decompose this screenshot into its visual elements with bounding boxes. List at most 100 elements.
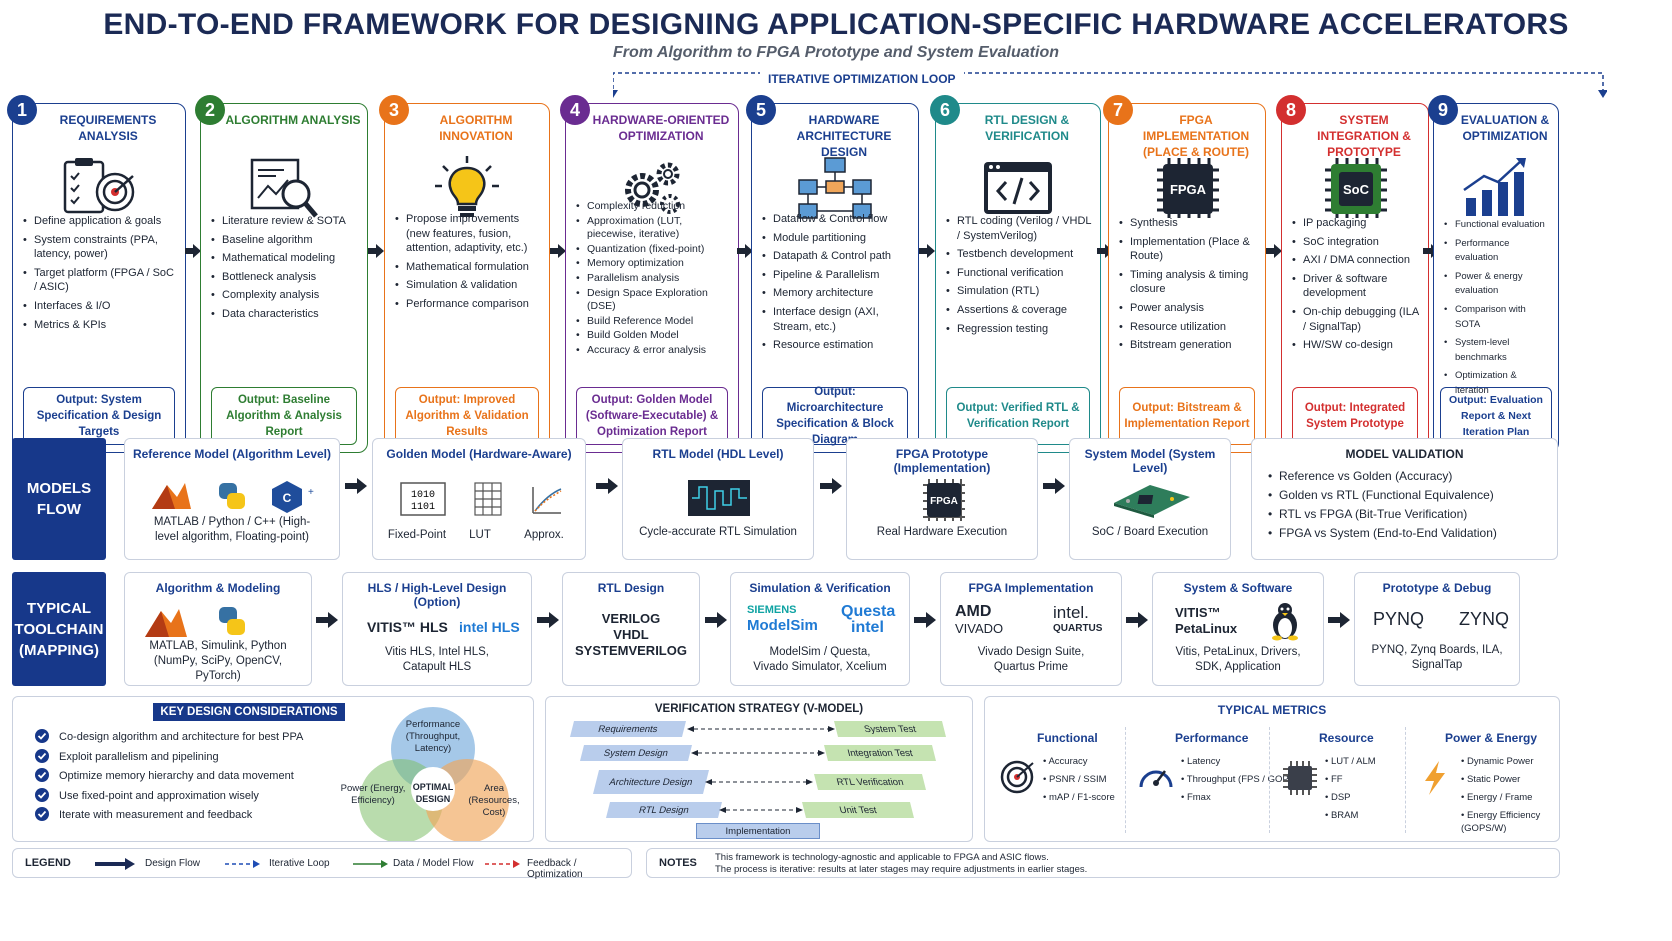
model-validation-title: MODEL VALIDATION [1345,447,1464,461]
stage-bullet: RTL coding (Verilog / VHDL / SystemVeril… [946,214,1094,243]
stage-title: RTL DESIGN & VERIFICATION [984,113,1070,143]
validation-item: RTL vs FPGA (Bit-True Verification) [1268,507,1551,522]
stage-bullet: Quantization (fixed-point) [576,243,732,257]
tool-algorithm-box: Algorithm & Modeling MATLAB, Simulink, P… [124,572,312,686]
check-circle-icon [35,768,49,782]
chip-icon [1283,761,1317,795]
stage-number: 6 [930,95,960,125]
stage-bullet: Parallelism analysis [576,272,732,286]
tool-prototype-box: Prototype & Debug PYNQ ZYNQ PYNQ, Zynq B… [1354,572,1520,686]
pynq-logo: PYNQ [1373,609,1425,629]
golden-item-approx: Approx. [524,529,564,541]
stage-bullet: Baseline algorithm [211,233,361,248]
stage-bullet: Power & energy evaluation [1444,270,1552,299]
stage-title: REQUIREMENTS ANALYSIS [59,113,157,143]
svg-text:SoC: SoC [1343,182,1370,197]
stage-bullet: SoC integration [1292,235,1422,250]
tool-arrow-6 [1328,612,1350,628]
stage-bullets: Functional evaluationPerformance evaluat… [1444,218,1552,403]
system-model-box: System Model (System Level) SoC / Board … [1069,438,1231,560]
svg-text:1101: 1101 [411,502,435,513]
fpga-prototype-box: FPGA Prototype (Implementation) FPGA Rea… [846,438,1038,560]
stage-number: 9 [1428,95,1458,125]
zynq-logo: ZYNQ [1459,609,1510,629]
approx-curve-icon [532,487,562,514]
stage-flow-arrow [185,244,201,258]
tool-sim-box: Simulation & Verification SIEMENS ModelS… [730,572,910,686]
stage-output: Output: Integrated System Prototype [1292,387,1418,445]
validation-item: FPGA vs System (End-to-End Validation) [1268,526,1551,541]
consideration-item: Exploit parallelism and pipelining [35,748,219,765]
vitis-hls-logo: VITIS™ HLS [367,619,448,635]
stage-bullet: Target platform (FPGA / SoC / ASIC) [23,266,179,295]
stage-title: HARDWARE-ORIENTED OPTIMIZATION [592,113,730,143]
stage-title: FPGA IMPLEMENTATION (PLACE & ROUTE) [1142,113,1250,159]
stage-bullet: Performance evaluation [1444,237,1552,266]
tool-text: ModelSim / Questa, Vivado Simulator, Xce… [753,646,887,673]
stage-bullets: Define application & goalsSystem constra… [23,214,179,336]
metric-item: Fmax [1181,789,1298,807]
ppa-venn-diagram [359,707,509,841]
stage-bullet: Module partitioning [762,231,912,246]
reference-model-icons: C+ [152,481,314,513]
models-arrow-1 [345,478,367,494]
matlab-icon [145,609,187,637]
check-circle-icon [35,729,49,743]
target-icon [1000,760,1034,794]
system-model-title: System Model (System Level) [1084,447,1216,475]
legend-data-flow: Data / Model Flow [393,858,474,869]
stage-bullet: Optimization & iteration [1444,369,1552,398]
toolchain-band: TYPICAL TOOLCHAIN (MAPPING) [12,572,106,686]
intel-logo: intel. [1053,603,1089,622]
stage-bullet: Resource utilization [1119,320,1259,335]
fpga-chip-icon: FPGA [923,479,965,521]
stage-bullets: Dataflow & Control flowModule partitioni… [762,212,912,357]
tool-fpga-box: FPGA Implementation AMD VIVADO intel. QU… [940,572,1122,686]
metric-item: Latency [1181,753,1298,771]
metric-category-title: Power & Energy [1445,731,1538,745]
petalinux-logo: PetaLinux [1175,621,1238,636]
stage-bullet: IP packaging [1292,216,1422,231]
golden-item-lut: LUT [469,529,491,541]
consideration-item: Co-design algorithm and architecture for… [35,729,303,745]
linux-penguin-icon [1272,603,1298,641]
siemens-logo: SIEMENS [747,604,797,616]
python-icon [219,607,245,635]
svg-text:FPGA: FPGA [930,496,958,507]
modelsim-logo: ModelSim [747,617,818,634]
quartus-logo: QUARTUS [1053,623,1103,634]
notes-section: NOTES This framework is technology-agnos… [646,848,1560,878]
check-circle-icon [35,787,49,802]
feedback-arrow-icon [485,860,520,868]
venn-center: OPTIMAL DESIGN [412,782,454,804]
stage-flow-arrow [1265,244,1282,258]
stage-output: Output: Evaluation Report & Next Iterati… [1440,387,1552,445]
verilog-label: VERILOG [601,611,661,626]
waveform-icon [688,480,750,516]
stage-number: 2 [195,95,225,125]
golden-model-title: Golden Model (Hardware-Aware) [386,447,572,461]
rtl-model-title: RTL Model (HDL Level) [652,447,784,461]
stage-number: 1 [7,95,37,125]
legend-title: LEGEND [25,857,71,869]
consideration-text: Use fixed-point and approximation wisely [59,789,259,802]
venn-power: Power (Energy, Efficiency) [340,783,406,806]
tool-rtl-box: RTL Design VERILOG VHDL SYSTEMVERILOG [562,572,700,686]
svg-text:C: C [283,491,292,505]
metric-item: BRAM [1325,807,1376,825]
metric-item: Throughput (FPS / GOPS) [1181,771,1298,789]
stage-bullet: Comparison with SOTA [1444,303,1552,332]
metric-item: FF [1325,771,1376,789]
vitis-logo: VITIS™ [1175,605,1221,620]
vmodel-section: VERIFICATION STRATEGY (V-MODEL) Requirem… [545,696,973,842]
model-validation-list: Reference vs Golden (Accuracy) Golden vs… [1268,469,1551,545]
data-flow-arrow-icon [353,860,388,868]
page-subtitle: From Algorithm to FPGA Prototype and Sys… [613,44,1059,61]
